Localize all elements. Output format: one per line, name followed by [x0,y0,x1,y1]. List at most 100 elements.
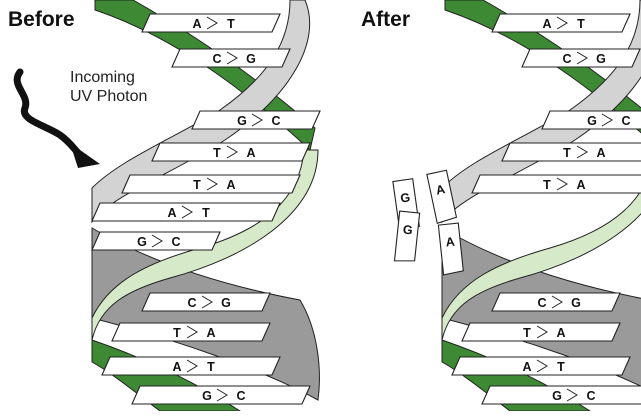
rung-plank [461,322,621,342]
rung-plank [521,48,641,68]
base-letter-left: C [537,296,546,310]
broken-base-letter: A [445,235,455,250]
base-letter-right: G [596,52,606,66]
base-letter-right: C [171,235,180,249]
broken-base-3: G [393,210,421,262]
pairing-mark [206,177,218,191]
broken-base-letter: G [399,190,411,205]
base-letter-right: C [236,389,245,403]
pairing-mark [186,359,198,373]
pairing-mark [556,177,568,191]
rung-plank [491,292,621,312]
photon-label-line-1: Incoming [70,69,135,86]
pairing-mark [181,205,193,219]
pairing-mark [226,51,238,65]
broken-base-plank [393,210,421,262]
pairing-mark [186,325,198,339]
base-letter-right: C [271,114,280,128]
photon-label-line-2: UV Photon [70,88,148,105]
base-letter-left: A [522,360,531,374]
base-letter-right: T [202,206,210,220]
rung-plank [91,231,221,251]
rung-plank [471,174,641,194]
pairing-mark [601,113,613,127]
green-strand-upper [444,0,641,134]
base-letter-right: A [556,326,565,340]
base-letter-left: G [552,389,562,403]
rung-plank [191,110,321,130]
pairing-mark [536,325,548,339]
pairing-mark [536,359,548,373]
pairing-mark [151,234,163,248]
pairing-mark [566,388,578,402]
pairing-mark [201,295,213,309]
pairing-mark [206,16,218,30]
rung-plank [501,142,641,162]
base-letter-left: A [172,360,181,374]
base-letter-left: T [523,326,531,340]
base-letter-left: C [187,296,196,310]
base-letter-right: A [226,178,235,192]
after-title: After [361,8,411,31]
base-letter-left: A [167,206,176,220]
base-letter-right: A [246,146,255,160]
base-letter-left: T [193,178,201,192]
broken-base-2: A [426,169,458,225]
base-letter-right: G [246,52,256,66]
rung-plank [111,322,271,342]
base-letter-left: C [212,52,221,66]
pairing-mark [251,113,263,127]
base-letter-right: T [577,17,585,31]
base-letter-left: G [587,114,597,128]
rung-plank [131,385,311,405]
base-letter-left: C [562,52,571,66]
broken-base-letter: A [435,182,447,198]
base-letter-left: T [213,146,221,160]
pairing-mark [576,145,588,159]
base-letter-right: A [576,178,585,192]
base-letter-right: G [221,296,231,310]
rung-plank [171,48,291,68]
base-letter-right: T [207,360,215,374]
base-letter-left: A [192,17,201,31]
broken-base-letter: G [402,223,413,238]
base-letter-right: T [557,360,565,374]
gray-strand-upper [91,0,311,224]
rung-plank [451,356,631,376]
before-title: Before [8,8,75,31]
pairing-mark [556,16,568,30]
base-letter-right: G [571,296,581,310]
base-letter-right: C [586,389,595,403]
rung-plank [121,174,301,194]
rung-plank [141,292,271,312]
base-letter-left: A [542,17,551,31]
light-green-strand-middle [441,189,641,341]
rung-plank [91,202,281,222]
rung-plank [541,110,641,130]
rung-plank [491,13,631,33]
base-letter-right: A [596,146,605,160]
pairing-mark [226,145,238,159]
after-broken-pairs: G A G A [392,169,464,276]
pairing-mark [216,388,228,402]
